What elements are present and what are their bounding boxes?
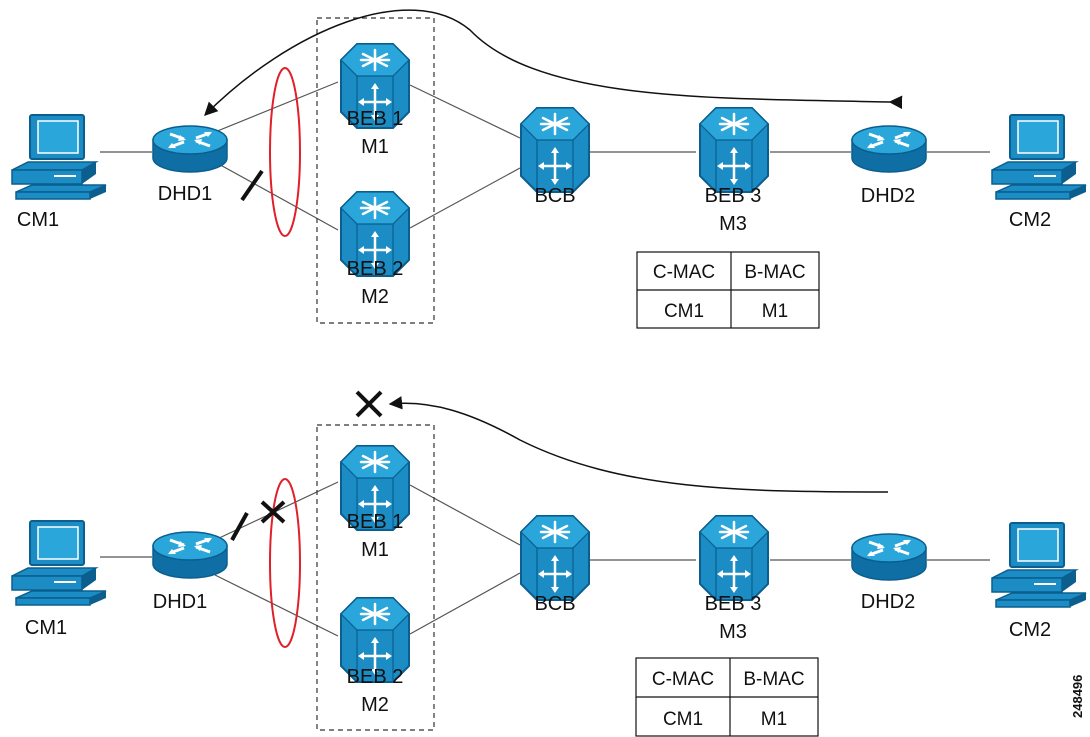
label-beb2-name: BEB 2 (347, 666, 404, 688)
lag-ellipse (269, 67, 301, 237)
pc-icon (11, 520, 107, 606)
label-beb1-name: BEB 1 (347, 108, 404, 130)
link-dhd1-beb2 (214, 574, 339, 637)
table-cell-bmac: M1 (762, 301, 788, 322)
router-icon (151, 530, 229, 580)
mac-table: C-MAC B-MAC CM1 M1 (635, 657, 819, 737)
table-header-cmac: C-MAC (653, 262, 715, 283)
label-dhd2: DHD2 (861, 185, 915, 207)
beb-group-box (316, 424, 435, 731)
table-cell-cmac: CM1 (664, 301, 704, 322)
label-beb3-name: BEB 3 (705, 185, 762, 207)
table-header-bmac: B-MAC (744, 262, 805, 283)
mac-table: C-MAC B-MAC CM1 M1 (636, 251, 820, 329)
pc-icon (11, 114, 107, 200)
label-dhd2: DHD2 (861, 591, 915, 613)
label-beb3-mac: M3 (719, 213, 747, 235)
label-dhd1: DHD1 (158, 183, 212, 205)
label-cm1: CM1 (25, 617, 67, 639)
label-bcb: BCB (534, 593, 575, 615)
link-beb2-bcb (409, 167, 521, 229)
link-beb1-bcb (409, 84, 521, 139)
panel-top: CM1 DHD1 BEB 1 M1 BEB 2 M2 BCB BEB 3 M3 … (11, 9, 1087, 329)
label-cm2: CM2 (1009, 209, 1051, 231)
pc-icon (991, 114, 1087, 200)
router-icon (850, 124, 928, 174)
label-beb2-name: BEB 2 (347, 258, 404, 280)
label-dhd1: DHD1 (153, 591, 207, 613)
blocked-x-mark (260, 500, 286, 524)
link-beb2-bcb (409, 572, 521, 635)
label-cm1: CM1 (17, 209, 59, 231)
pc-icon (991, 522, 1087, 608)
label-beb1-name: BEB 1 (347, 511, 404, 533)
table-header-cmac: C-MAC (652, 669, 714, 690)
router-icon (151, 124, 229, 174)
label-cm2: CM2 (1009, 619, 1051, 641)
table-cell-bmac: M1 (761, 709, 787, 730)
lag-ellipse (269, 478, 301, 648)
label-beb1-mac: M1 (361, 539, 389, 561)
table-header-bmac: B-MAC (743, 669, 804, 690)
link-failure-mark (240, 169, 264, 202)
label-beb2-mac: M2 (361, 694, 389, 716)
traffic-arrow (204, 9, 903, 116)
beb-group-box (316, 17, 435, 324)
label-beb3-mac: M3 (719, 621, 747, 643)
switch-icon (698, 106, 770, 194)
switch-icon (519, 514, 591, 602)
label-beb1-mac: M1 (361, 136, 389, 158)
figure-id: 248496 (1070, 675, 1085, 718)
link-failure-mark (230, 512, 249, 541)
switch-icon (698, 514, 770, 602)
switch-icon (519, 106, 591, 194)
label-beb3-name: BEB 3 (705, 593, 762, 615)
blocked-x-mark (355, 390, 383, 418)
label-beb2-mac: M2 (361, 286, 389, 308)
label-bcb: BCB (534, 185, 575, 207)
link-beb1-bcb (409, 484, 521, 546)
table-cell-cmac: CM1 (663, 709, 703, 730)
router-icon (850, 532, 928, 582)
traffic-arrow (388, 396, 889, 493)
panel-bottom: CM1 DHD1 BEB 1 M1 BEB 2 M2 BCB BEB 3 M3 … (11, 390, 1087, 737)
